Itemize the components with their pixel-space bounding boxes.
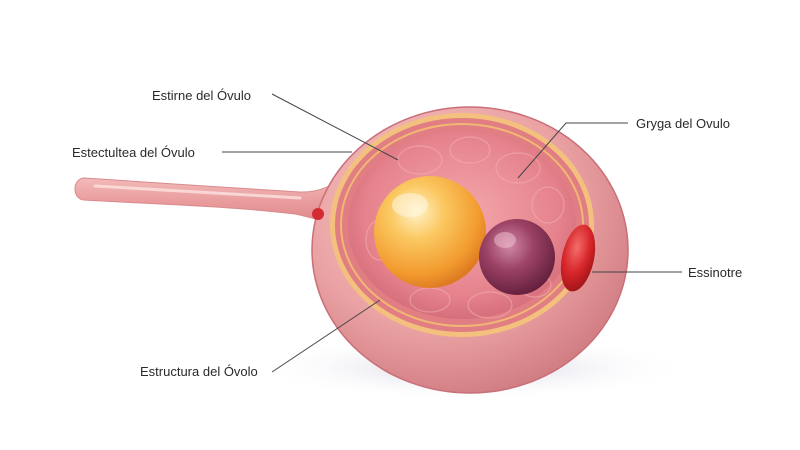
label-mid-right: Essinotre (688, 265, 743, 280)
stalk-highlight (93, 184, 302, 200)
purple-cell (479, 219, 555, 295)
leader-lines (222, 93, 682, 373)
label-top-left: Estirne del Óvulo (152, 88, 251, 103)
yolk-sphere (374, 176, 486, 288)
leader-line-top-left (271, 93, 399, 161)
small-red-dot (312, 208, 324, 220)
label-top-right: Gryga del Ovulo (636, 116, 730, 131)
yolk-highlight (392, 193, 428, 217)
label-mid-left: Estectultea del Óvulo (72, 145, 195, 160)
purple-cell-highlight (494, 232, 516, 248)
label-bottom-left: Estructura del Óvolo (140, 364, 258, 379)
leader-line-bottom-left (271, 299, 381, 373)
leader-line-top-right (517, 122, 628, 179)
red-body (560, 224, 596, 292)
